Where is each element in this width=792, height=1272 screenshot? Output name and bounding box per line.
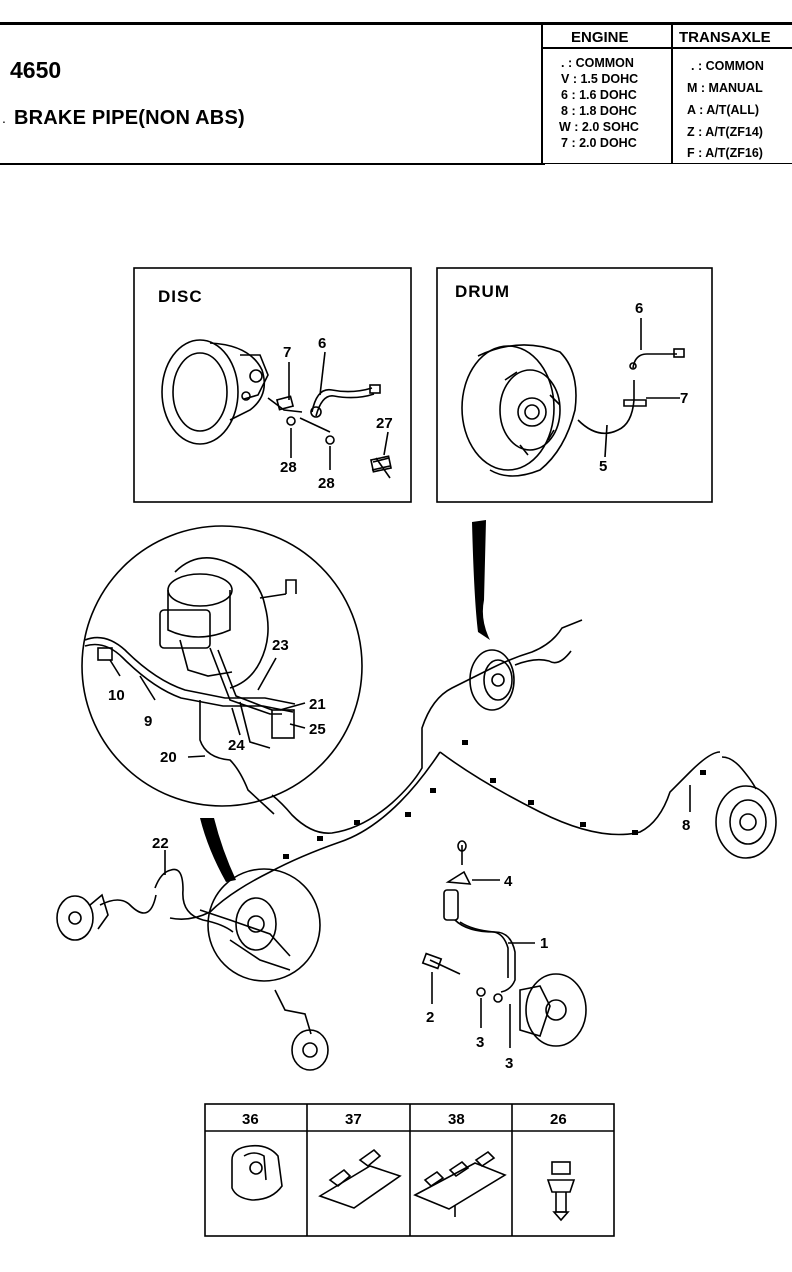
front-brake-hose-icon (421, 840, 587, 1047)
callout-label: 1 (540, 935, 548, 952)
open-clip-icon (231, 1144, 283, 1201)
transaxle-option: Z : A/T(ZF14) (687, 125, 763, 139)
callout-label: 5 (599, 458, 607, 475)
callout-label: 22 (152, 835, 169, 852)
drum-hose-icon (577, 348, 685, 435)
table-left-border (541, 25, 543, 164)
callout-label: 6 (635, 300, 643, 317)
disc-view-pointer-icon (200, 818, 236, 882)
front-disc-detail-frame (207, 868, 321, 982)
front-disc-assembly-icon (199, 897, 291, 971)
front-left-knuckle-icon (56, 893, 109, 941)
header-top-rule (0, 22, 792, 25)
engine-option: 8 : 1.8 DOHC (561, 104, 637, 118)
callout-label: 27 (376, 415, 393, 432)
master-cylinder-detail-frame (81, 525, 363, 807)
callout-label: 7 (283, 344, 291, 361)
callout-label: 3 (505, 1055, 513, 1072)
triple-clip-icon (413, 1150, 507, 1217)
transaxle-option: F : A/T(ZF16) (687, 146, 763, 160)
front-right-knuckle-icon (274, 989, 329, 1071)
engine-option: 7 : 2.0 DOHC (561, 136, 637, 150)
callout-label: 7 (680, 390, 688, 407)
disc-inset-frame (133, 267, 412, 503)
clip-number: 38 (448, 1111, 465, 1128)
callout-label: 25 (309, 721, 326, 738)
option-table: ENGINE TRANSAXLE . : COMMON V : 1.5 DOHC… (541, 25, 792, 164)
callout-label: 6 (318, 335, 326, 352)
part-number: 4650 (10, 57, 62, 83)
table-divider (671, 25, 673, 164)
engine-option: . : COMMON (561, 56, 634, 70)
rear-drum-icon (469, 649, 572, 711)
drum-inset-frame (436, 267, 713, 503)
callout-label: 8 (682, 817, 690, 834)
master-cylinder-pipes-icon (84, 636, 296, 815)
callout-label: 24 (228, 737, 245, 754)
transaxle-heading: TRANSAXLE (679, 29, 771, 46)
callout-label: 9 (144, 713, 152, 730)
clip-number: 26 (550, 1111, 567, 1128)
transaxle-option: A : A/T(ALL) (687, 103, 759, 117)
callout-label: 20 (160, 749, 177, 766)
clip-number: 36 (242, 1111, 259, 1128)
drum-title: DRUM (455, 282, 510, 301)
title-bullet: . (2, 110, 6, 126)
drum-brake-icon (461, 344, 577, 477)
pipe-clips-icon (283, 740, 706, 859)
callout-label: 10 (108, 687, 125, 704)
engine-option: W : 2.0 SOHC (559, 120, 639, 134)
rear-drum-right-icon (715, 785, 777, 859)
page-title: BRAKE PIPE(NON ABS) (14, 107, 245, 129)
engine-heading: ENGINE (571, 29, 629, 46)
disc-rotor-icon (161, 339, 269, 445)
master-cylinder-icon (159, 557, 297, 689)
clip-legend-table (204, 1103, 615, 1237)
transaxle-option: . : COMMON (691, 59, 764, 73)
clip-number: 37 (345, 1111, 362, 1128)
engine-option: V : 1.5 DOHC (561, 72, 639, 86)
drum-view-pointer-icon (472, 520, 490, 640)
callout-label: 3 (476, 1034, 484, 1051)
disc-title: DISC (158, 287, 203, 306)
main-brake-pipe-icon (99, 619, 757, 933)
callout-label: 23 (272, 637, 289, 654)
double-clip-icon (318, 1148, 402, 1209)
push-clip-icon (546, 1161, 576, 1222)
disc-hose-icon (267, 384, 392, 479)
callout-label: 4 (504, 873, 513, 890)
engine-option: 6 : 1.6 DOHC (561, 88, 637, 102)
callout-label: 28 (318, 475, 335, 492)
callout-label: 21 (309, 696, 326, 713)
header-bottom-rule (0, 163, 545, 165)
table-bottom-rule (545, 163, 792, 164)
table-header-rule (541, 47, 792, 49)
transaxle-option: M : MANUAL (687, 81, 763, 95)
callout-label: 28 (280, 459, 297, 476)
callout-label: 2 (426, 1009, 434, 1026)
